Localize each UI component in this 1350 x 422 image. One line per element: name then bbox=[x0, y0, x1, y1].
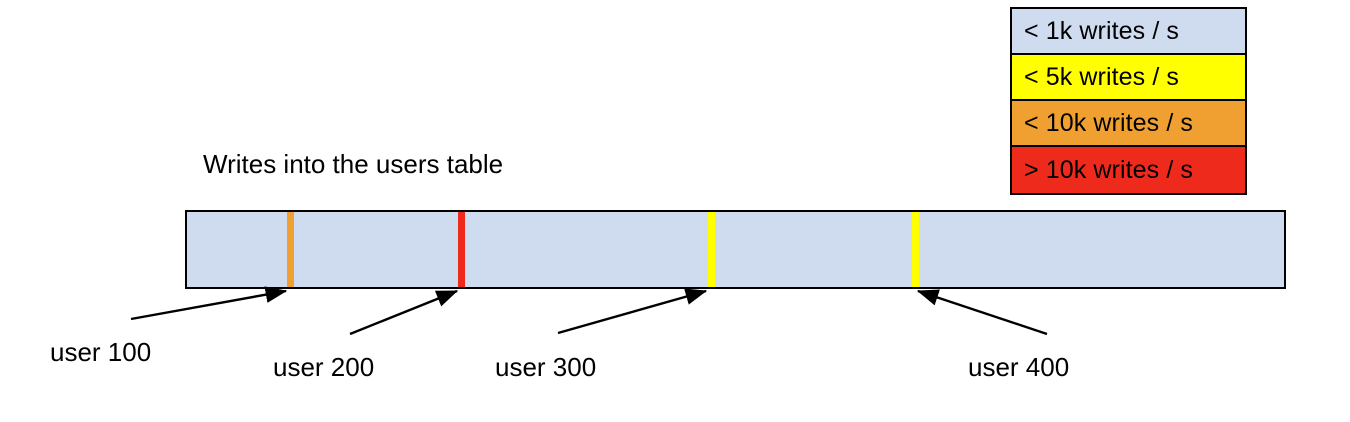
marker-user-300 bbox=[708, 212, 715, 287]
legend-label-lt-1k: < 1k writes / s bbox=[1024, 16, 1180, 45]
annotation-label-user-100: user 100 bbox=[50, 337, 152, 367]
marker-user-100 bbox=[287, 212, 294, 287]
legend-row-lt-10k: < 10k writes / s bbox=[1012, 101, 1245, 147]
legend-row-lt-1k: < 1k writes / s bbox=[1012, 9, 1245, 55]
legend: < 1k writes / s < 5k writes / s < 10k wr… bbox=[1010, 7, 1247, 195]
annotation-label-user-300: user 300 bbox=[495, 352, 597, 382]
arrow-user-200 bbox=[349, 289, 459, 336]
arrow-user-100 bbox=[130, 286, 288, 321]
arrow-user-400 bbox=[916, 289, 1048, 336]
chart-title: Writes into the users table bbox=[203, 149, 504, 179]
marker-user-200 bbox=[458, 212, 465, 287]
legend-label-gt-10k: > 10k writes / s bbox=[1024, 155, 1194, 184]
arrow-user-300 bbox=[557, 288, 708, 335]
marker-user-400 bbox=[912, 212, 919, 287]
legend-label-lt-5k: < 5k writes / s bbox=[1024, 62, 1180, 91]
annotation-label-user-400: user 400 bbox=[968, 352, 1070, 382]
legend-label-lt-10k: < 10k writes / s bbox=[1024, 108, 1194, 137]
legend-row-lt-5k: < 5k writes / s bbox=[1012, 55, 1245, 101]
legend-row-gt-10k: > 10k writes / s bbox=[1012, 147, 1245, 193]
annotation-label-user-200: user 200 bbox=[273, 352, 375, 382]
users-table-bar bbox=[185, 210, 1286, 289]
